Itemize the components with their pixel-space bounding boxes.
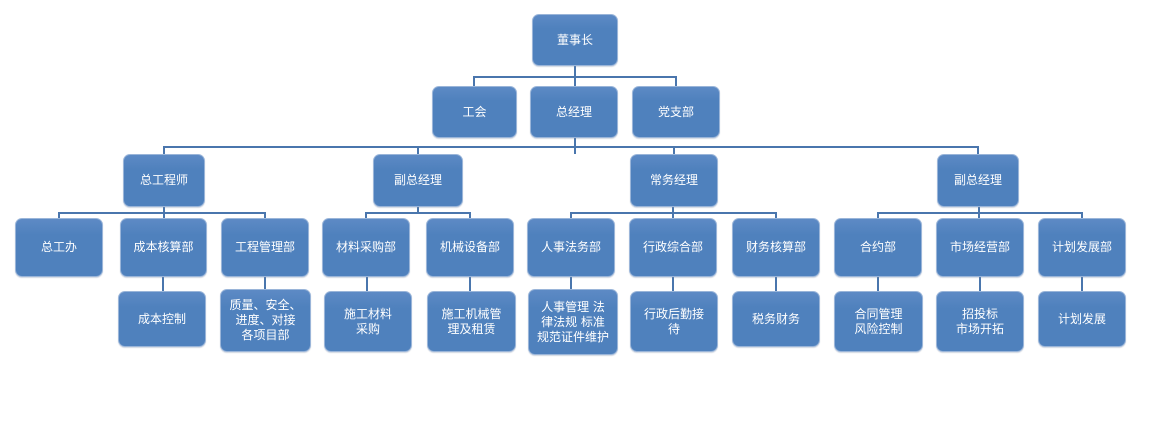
org-node-bidding-market-expansion: 招投标 市场开拓 <box>936 291 1024 352</box>
org-node-contract-dept: 合约部 <box>834 218 922 277</box>
org-node-executive-manager: 常务经理 <box>630 154 718 207</box>
connector-chief-engineer-children <box>58 207 266 218</box>
connector-deputy-gm1-children <box>365 207 471 218</box>
connector-gm-to-level3 <box>163 138 979 154</box>
connector-executive-manager-children <box>570 207 777 218</box>
org-node-admin-logistics-reception: 行政后勤接 待 <box>630 291 718 352</box>
org-node-engineering-management-dept: 工程管理部 <box>221 218 309 277</box>
org-node-machinery-equipment-dept: 机械设备部 <box>426 218 514 277</box>
org-node-chief-engineer: 总工程师 <box>123 154 205 207</box>
org-node-tax-finance: 税务财务 <box>732 291 820 347</box>
org-node-plan-development: 计划发展 <box>1038 291 1126 347</box>
org-node-machinery-management-leasing: 施工机械管 理及租赁 <box>427 291 516 352</box>
org-node-deputy-gm-1: 副总经理 <box>373 154 463 207</box>
org-node-market-operation-dept: 市场经营部 <box>936 218 1024 277</box>
org-node-quality-safety-progress: 质量、安全、 进度、对接 各项目部 <box>220 289 311 352</box>
org-node-deputy-gm-2: 副总经理 <box>937 154 1019 207</box>
org-node-cost-control: 成本控制 <box>118 291 206 347</box>
connector-chairman-to-level2 <box>473 66 677 86</box>
org-node-construction-material-purchase: 施工材料 采购 <box>324 291 412 352</box>
connector-deputy-gm2-children <box>877 207 1083 218</box>
org-node-contract-management-risk-control: 合同管理 风险控制 <box>834 291 923 352</box>
org-node-material-procurement-dept: 材料采购部 <box>322 218 410 277</box>
org-node-general-manager: 总经理 <box>530 86 618 138</box>
connector-level4-to-level5 <box>162 277 1083 291</box>
org-node-labor-union: 工会 <box>432 86 517 138</box>
org-node-hr-legal-dept: 人事法务部 <box>527 218 615 277</box>
org-node-chief-engineer-office: 总工办 <box>15 218 103 277</box>
org-node-admin-comprehensive-dept: 行政综合部 <box>629 218 717 277</box>
org-node-cost-accounting-dept: 成本核算部 <box>120 218 207 277</box>
org-node-hr-legal-certificates: 人事管理 法 律法规 标准 规范证件维护 <box>528 289 618 355</box>
org-node-party-branch: 党支部 <box>632 86 720 138</box>
org-node-planning-development-dept: 计划发展部 <box>1038 218 1126 277</box>
org-node-chairman: 董事长 <box>532 14 618 66</box>
org-node-finance-accounting-dept: 财务核算部 <box>732 218 820 277</box>
